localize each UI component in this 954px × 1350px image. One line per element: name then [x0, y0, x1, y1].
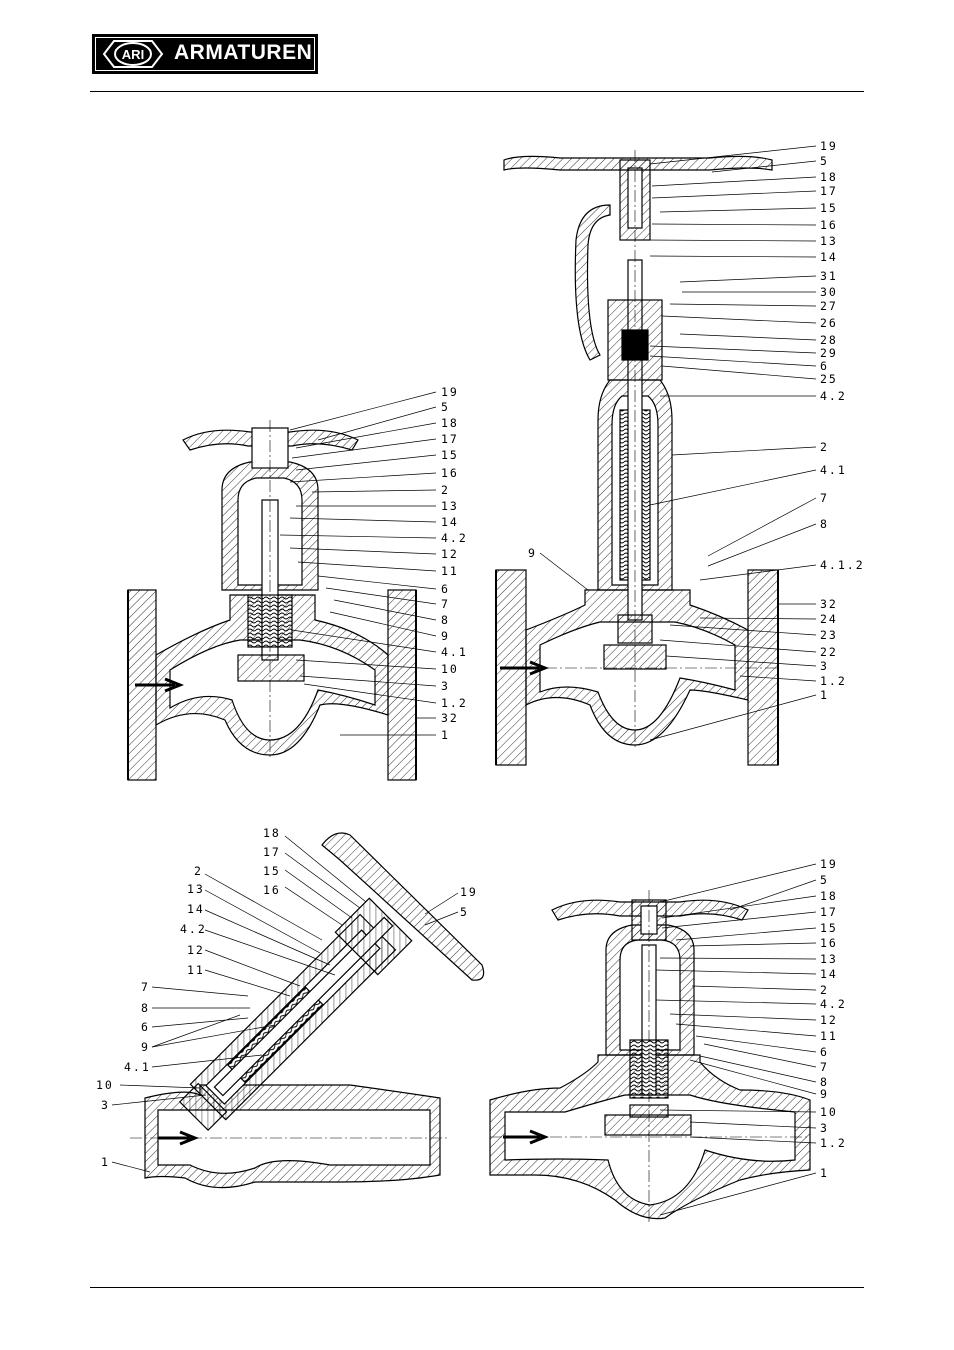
- part-label: 2: [441, 483, 450, 497]
- part-label: 19: [820, 857, 838, 871]
- globe-valve-buttweld-drawing: 19 5 18 17 15 16 13 14 2 4.2 12 11 6 7 8…: [490, 857, 847, 1222]
- part-label: 8: [820, 517, 829, 531]
- part-label: 13: [820, 234, 838, 248]
- part-label: 12: [820, 1013, 838, 1027]
- part-label: 30: [820, 285, 838, 299]
- part-label: 9: [820, 1087, 829, 1101]
- part-label: 3: [441, 679, 450, 693]
- part-label: 6: [141, 1020, 150, 1034]
- part-label: 8: [141, 1001, 150, 1015]
- part-label: 2: [194, 864, 203, 878]
- part-label: 12: [441, 547, 459, 561]
- part-label: 11: [820, 1029, 838, 1043]
- part-label: 13: [187, 882, 205, 896]
- part-label: 25: [820, 372, 838, 386]
- part-label: 17: [263, 845, 281, 859]
- part-label: 16: [820, 218, 838, 232]
- part-label: 15: [263, 864, 281, 878]
- part-label: 14: [441, 515, 459, 529]
- globe-valve-bellows-drawing: 19 5 18 17 15 16 2 13 14 4.2 12 11 6 7 8…: [128, 385, 468, 780]
- part-label: 6: [820, 1045, 829, 1059]
- part-label: 19: [441, 385, 459, 399]
- part-label: 32: [441, 711, 459, 725]
- part-label: 10: [441, 662, 459, 676]
- part-label: 5: [820, 154, 829, 168]
- part-label: 3: [101, 1098, 110, 1112]
- part-label: 10: [820, 1105, 838, 1119]
- part-label: 15: [441, 448, 459, 462]
- part-label: 29: [820, 346, 838, 360]
- part-label: 16: [441, 466, 459, 480]
- part-label: 14: [187, 902, 205, 916]
- part-label: 1.2: [441, 696, 468, 710]
- part-label: 10: [96, 1078, 114, 1092]
- part-label: 22: [820, 645, 838, 659]
- part-label: 14: [820, 967, 838, 981]
- part-label: 9: [141, 1040, 150, 1054]
- part-label: 32: [820, 597, 838, 611]
- part-label: 16: [263, 883, 281, 897]
- part-label: 5: [460, 905, 469, 919]
- part-label: 24: [820, 612, 838, 626]
- part-label: 14: [820, 250, 838, 264]
- part-label: 23: [820, 628, 838, 642]
- part-label: 28: [820, 333, 838, 347]
- part-label: 1: [441, 728, 450, 742]
- part-label: 13: [441, 499, 459, 513]
- part-label: 1.2: [820, 674, 847, 688]
- part-label: 4.2: [820, 389, 847, 403]
- part-label: 19: [820, 139, 838, 153]
- part-label: 17: [820, 184, 838, 198]
- part-label: 18: [263, 826, 281, 840]
- part-label: 4.2: [441, 531, 468, 545]
- part-label: 7: [441, 597, 450, 611]
- part-label: 2: [820, 440, 829, 454]
- part-label: 13: [820, 952, 838, 966]
- part-label: 1: [820, 1166, 829, 1180]
- part-label: 18: [441, 416, 459, 430]
- part-label: 11: [187, 963, 205, 977]
- part-label: 16: [820, 936, 838, 950]
- part-label: 3: [820, 1121, 829, 1135]
- part-label: 26: [820, 316, 838, 330]
- part-label: 17: [820, 905, 838, 919]
- part-label: 4.1: [820, 463, 847, 477]
- part-label: 1.2: [820, 1136, 847, 1150]
- part-label: 4.2: [180, 922, 207, 936]
- part-label: 19: [460, 885, 478, 899]
- part-label: 6: [441, 582, 450, 596]
- part-label: 7: [141, 980, 150, 994]
- part-label: 31: [820, 269, 838, 283]
- part-label: 18: [820, 170, 838, 184]
- part-label: 7: [820, 1060, 829, 1074]
- part-label: 6: [820, 359, 829, 373]
- part-label: 27: [820, 299, 838, 313]
- part-label: 17: [441, 432, 459, 446]
- part-label: 4.2: [820, 997, 847, 1011]
- part-label: 1: [101, 1155, 110, 1169]
- part-label: 9: [528, 546, 537, 560]
- part-label: 18: [820, 889, 838, 903]
- part-label: 8: [441, 613, 450, 627]
- part-label: 7: [820, 491, 829, 505]
- part-label: 15: [820, 921, 838, 935]
- part-label: 4.1: [124, 1060, 151, 1074]
- part-label: 4.1: [441, 645, 468, 659]
- globe-valve-extended-bellows-drawing: 19 5 18 17 15 16 13 14 31 30 27 26 28 29…: [496, 139, 865, 765]
- part-label: 3: [820, 659, 829, 673]
- part-label: 15: [820, 201, 838, 215]
- y-pattern-valve-drawing: 18 17 2 15 13 16 14 4.2 12 11 7 8 6 9 4.…: [96, 826, 484, 1188]
- part-label: 1: [820, 688, 829, 702]
- part-label: 5: [820, 873, 829, 887]
- part-label: 9: [441, 629, 450, 643]
- part-label: 12: [187, 943, 205, 957]
- part-label: 2: [820, 983, 829, 997]
- part-label: 11: [441, 564, 459, 578]
- part-label: 4.1.2: [820, 558, 865, 572]
- part-label: 5: [441, 400, 450, 414]
